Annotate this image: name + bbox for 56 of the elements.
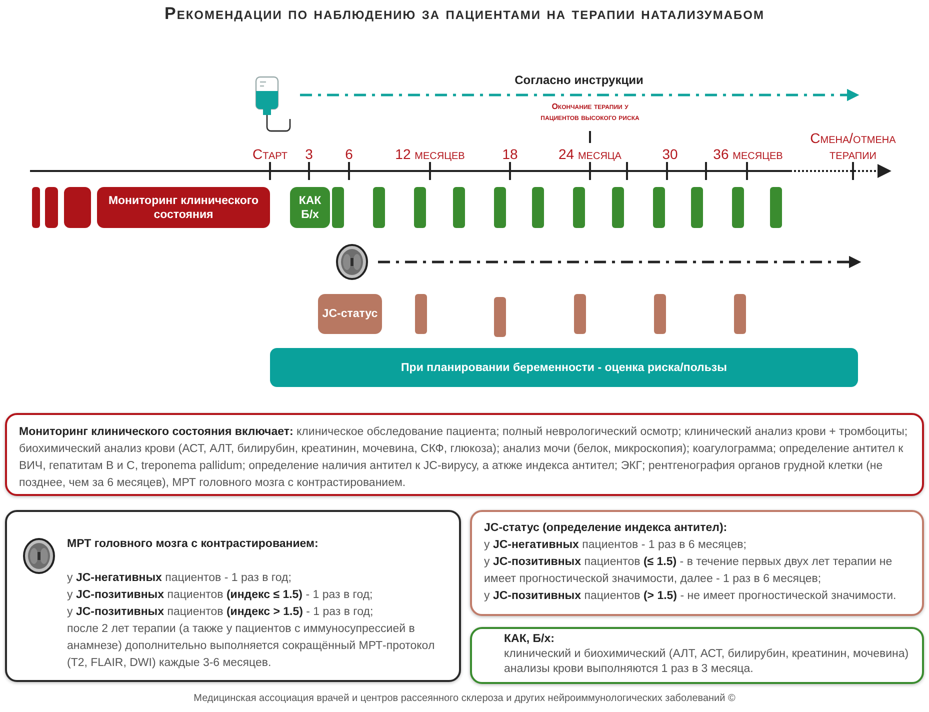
tick-label: 12 месяцев xyxy=(395,146,465,162)
tick-label: 18 xyxy=(502,146,518,162)
timeline-bar xyxy=(415,294,427,334)
card-text: у JC-позитивных пациентов (≤ 1.5) - в течение первых двух лет терапии не имеет прогностической значимости, далее - 1 раз в 6 месяцев; xyxy=(484,555,894,587)
timeline-bar xyxy=(734,294,746,334)
diagram-title: Рекомендации по наблюдению за пациентами на терапии натализумабом xyxy=(164,3,766,25)
timeline-bar xyxy=(64,187,91,228)
dash-dot-arrow xyxy=(378,256,862,268)
timeline-bar xyxy=(654,294,666,334)
timeline-bar: КАК Б/х xyxy=(290,187,330,228)
card-text: у JC-негативных пациентов - 1 раз в 6 месяцев; xyxy=(484,538,748,553)
tick-label: 3 xyxy=(305,146,313,162)
card-text: у JC-позитивных пациентов (индекс ≤ 1.5) - 1 раз в год; xyxy=(67,588,374,603)
timeline-bar xyxy=(453,187,465,228)
card-heading: JC-статус (определение индекса антител): xyxy=(484,521,728,536)
tick-label: 6 xyxy=(345,146,353,162)
timeline-bar xyxy=(770,187,782,228)
card-text: у JC-позитивных пациентов (> 1.5) - не имеет прогностической значимости. xyxy=(484,589,898,604)
timeline-bar: Мониторинг клинического состояния xyxy=(97,187,270,228)
timeline-note: Окончание терапии у пациентов высокого риска xyxy=(540,101,640,123)
tick-label: 24 месяца xyxy=(558,146,622,162)
timeline-bar xyxy=(32,187,40,228)
timeline-bar xyxy=(653,187,665,228)
info-card xyxy=(5,413,924,496)
timeline-bar xyxy=(494,187,506,228)
footer-caption: Медицинская ассоциация врачей и центров рассеянного склероза и других нейроиммунологических заболеваний © xyxy=(192,693,736,704)
tick-label: 36 месяцев xyxy=(713,146,783,162)
card-text: у JC-негативных пациентов - 1 раз в год; xyxy=(67,571,292,586)
card-text: клинический и биохимический (АЛТ, АСТ, билирубин, креатинин, мочевина) анализы крови выполняются 1 раз в 3 месяца. xyxy=(504,647,910,677)
info-card xyxy=(470,627,924,684)
card-text: у JC-позитивных пациентов (индекс > 1.5) - 1 раз в год; xyxy=(67,605,374,620)
timeline-bar xyxy=(332,187,344,228)
tick-label: 30 xyxy=(662,146,678,162)
timeline-bar xyxy=(612,187,624,228)
timeline-bar xyxy=(732,187,744,228)
card-text: после 2 лет терапии (а также у пациентов с иммуносупрессией в анамнезе) дополнительно выполняется сокращённый МРТ-протокол (T2, FLAIR, DWI) каждые 3-6 месяцев. xyxy=(67,622,436,671)
timeline-bar xyxy=(414,187,426,228)
brain-scan-icon xyxy=(334,244,370,280)
timeline-bar xyxy=(373,187,385,228)
timeline-bar xyxy=(574,294,586,334)
info-card xyxy=(470,510,924,616)
timeline-bar xyxy=(691,187,703,228)
timeline-bar: JC-статус xyxy=(318,294,382,334)
timeline-bar xyxy=(494,297,506,337)
card-heading: КАК, Б/х: xyxy=(504,632,556,647)
timeline-bar: При планировании беременности - оценка риска/пользы xyxy=(270,348,858,387)
tick-label: Старт xyxy=(252,146,288,162)
tick-label: Смена/отмена терапии xyxy=(809,130,897,162)
dash-dot-arrow xyxy=(300,88,860,102)
timeline-bar xyxy=(573,187,585,228)
card-heading: МРТ головного мозга с контрастированием: xyxy=(67,537,320,552)
card-text: Мониторинг клинического состояния включает: клиническое обследование пациента; полный неврологический осмотр; клинический анализ крови + тромбоциты; биохимический анализ крови (АСТ, АЛТ, билирубин, креатинин, мочевина, СКФ, глюкоза); анализ мочи (белок, микроскопия); коагулограмма; определение антител к ВИЧ, гепатитам В и С, treponema pallidum; определение наличия антител к JC-вирусу, а аткже индекса антител; ЭКГ; рентгенография органов грудной клетки (не позднее, чем за 6 месяцев), МРТ головного мозга с контрастированием. xyxy=(19,425,909,491)
info-card xyxy=(5,510,461,682)
timeline-bar xyxy=(532,187,544,228)
timeline-bar xyxy=(45,187,58,228)
edge-label: Согласно инструкции xyxy=(514,73,644,87)
